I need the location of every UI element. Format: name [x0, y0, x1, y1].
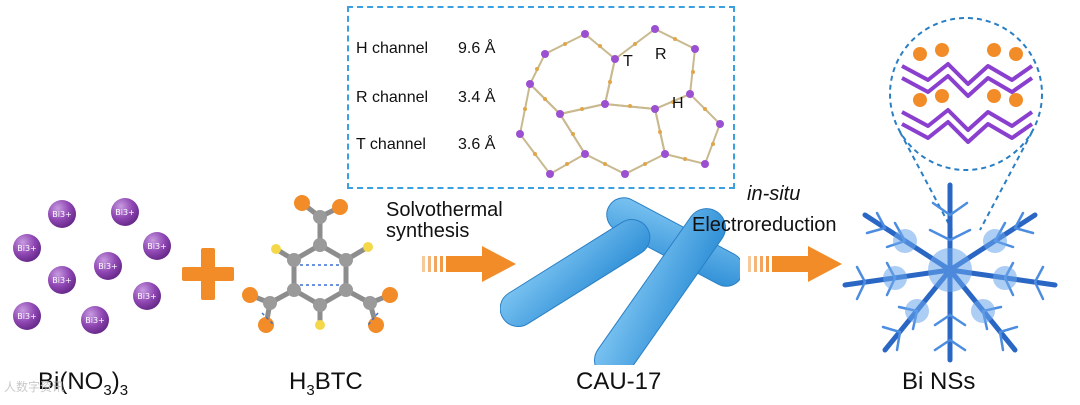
watermark: 人数字资讯 [4, 380, 65, 394]
bi-ion: Bi3+ [94, 252, 122, 280]
bi-ion: Bi3+ [81, 306, 109, 334]
bi-ion: Bi3+ [48, 200, 76, 228]
bi-ion: Bi3+ [143, 232, 171, 260]
bi-ion: Bi3+ [133, 282, 161, 310]
svg-text:Bi3+: Bi3+ [85, 316, 105, 325]
bi-ion-cluster: Bi3+ Bi3+ Bi3+ Bi3+ Bi3+ Bi3+ Bi3+ Bi3+ … [13, 198, 171, 334]
bi-nss-label: Bi NSs [902, 368, 976, 395]
svg-text:Bi3+: Bi3+ [52, 276, 72, 285]
bi-ion: Bi3+ [13, 234, 41, 262]
bi-nitrate-label: Bi(NO3)3 [38, 368, 129, 399]
svg-text:Bi3+: Bi3+ [98, 262, 118, 271]
crystal-framework-image: T R H [516, 25, 724, 178]
right-arrow-icon [748, 246, 842, 282]
svg-text:Bi3+: Bi3+ [17, 312, 37, 321]
svg-text:Bi3+: Bi3+ [147, 242, 167, 251]
bi-layer-structure-zoom [889, 17, 1043, 231]
bi-ion: Bi3+ [13, 302, 41, 330]
btc-label: H3BTC [289, 368, 363, 399]
channel-marker-h: H [672, 95, 684, 112]
right-arrow-icon [422, 246, 516, 282]
bi-nanosheets-image [842, 182, 1058, 363]
bi-ion: Bi3+ [48, 266, 76, 294]
svg-text:Bi3+: Bi3+ [52, 210, 72, 219]
bi-ion: Bi3+ [111, 198, 139, 226]
step2-label: in-situ Electroreduction [692, 183, 837, 236]
svg-text:Bi3+: Bi3+ [17, 244, 37, 253]
step1-label: Solvothermal synthesis [386, 199, 503, 242]
svg-text:Bi3+: Bi3+ [137, 292, 157, 301]
channel-marker-r: R [655, 46, 667, 63]
channel-marker-t: T [623, 53, 633, 70]
plus-icon [182, 248, 234, 300]
svg-text:Bi3+: Bi3+ [115, 208, 135, 217]
btc-molecule [242, 195, 398, 333]
cau17-rods-image [500, 197, 740, 365]
cau17-label: CAU-17 [576, 368, 662, 395]
